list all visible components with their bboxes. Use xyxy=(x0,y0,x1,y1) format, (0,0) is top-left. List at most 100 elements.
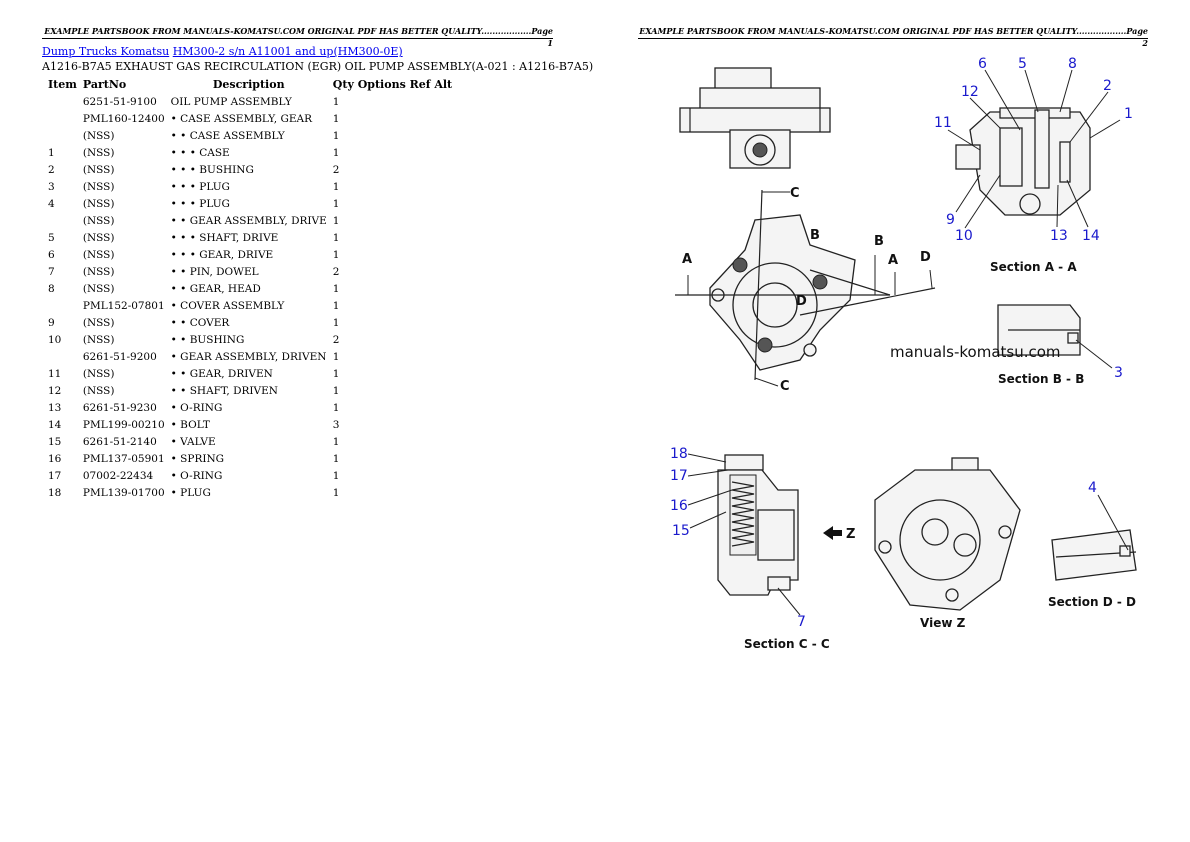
cell-description: • BOLT xyxy=(170,418,210,431)
cell-partno: 07002-22434 xyxy=(82,469,154,482)
cell-description: • COVER ASSEMBLY xyxy=(170,299,285,312)
callout-5: 5 xyxy=(1018,56,1027,72)
section-dd-label: Section D - D xyxy=(1048,595,1136,609)
cell-description: • • • BUSHING xyxy=(170,163,254,176)
column-header-options: Options xyxy=(357,78,406,91)
cell-qty: 1 xyxy=(332,129,340,142)
cell-item: 15 xyxy=(48,435,62,448)
cell-item: 18 xyxy=(48,486,62,499)
callout-16: 16 xyxy=(670,498,688,514)
watermark-text: manuals-komatsu.com xyxy=(890,343,1061,361)
cell-description: • • GEAR, DRIVEN xyxy=(170,367,273,380)
callout-11: 11 xyxy=(934,115,952,131)
cell-partno: (NSS) xyxy=(82,231,115,244)
table-row: 17 07002-22434 • O-RING 1 xyxy=(42,467,455,484)
cell-description: • • GEAR, HEAD xyxy=(170,282,261,295)
cell-qty: 1 xyxy=(332,282,340,295)
cell-qty: 3 xyxy=(332,418,340,431)
column-header-qty: Qty xyxy=(332,78,354,91)
cell-item: 13 xyxy=(48,401,62,414)
section-bb-label: Section B - B xyxy=(998,372,1084,386)
cell-description: • • CASE ASSEMBLY xyxy=(170,129,285,142)
cell-qty: 1 xyxy=(332,469,340,482)
cell-partno: (NSS) xyxy=(82,129,115,142)
cell-qty: 1 xyxy=(332,452,340,465)
page-header-1: EXAMPLE PARTSBOOK FROM MANUALS-KOMATSU.C… xyxy=(42,25,553,48)
section-letter-c-bottom: C xyxy=(780,379,790,394)
cell-description: • GEAR ASSEMBLY, DRIVEN xyxy=(170,350,327,363)
cell-description: • • • CASE xyxy=(170,146,230,159)
table-row: (NSS) • • CASE ASSEMBLY 1 xyxy=(42,127,455,144)
cell-qty: 1 xyxy=(332,435,340,448)
cell-item xyxy=(42,93,80,110)
cell-qty: 1 xyxy=(332,350,340,363)
cell-item: 2 xyxy=(48,163,55,176)
cell-partno: 6251-51-9100 xyxy=(82,95,157,108)
page-header-2: EXAMPLE PARTSBOOK FROM MANUALS-KOMATSU.C… xyxy=(638,26,1148,48)
table-header-row: Item PartNo Description Qty Options Ref … xyxy=(42,76,455,93)
callout-1: 1 xyxy=(1124,106,1133,122)
callout-13: 13 xyxy=(1050,228,1068,244)
pump-top-view xyxy=(679,67,831,169)
cell-description: • O-RING xyxy=(170,469,223,482)
cell-item: 9 xyxy=(48,316,55,329)
callout-3: 3 xyxy=(1114,365,1123,381)
cell-partno: (NSS) xyxy=(82,214,115,227)
cell-item: 3 xyxy=(48,180,55,193)
section-cc-label: Section C - C xyxy=(744,637,830,651)
section-letter-d-right: D xyxy=(920,250,931,265)
cell-partno: (NSS) xyxy=(82,163,115,176)
column-header-ref: Ref xyxy=(409,78,431,91)
cell-description: • • COVER xyxy=(170,316,230,329)
cell-description: • O-RING xyxy=(170,401,223,414)
cell-qty: 1 xyxy=(332,180,340,193)
cell-description: • • • SHAFT, DRIVE xyxy=(170,231,279,244)
cell-item: 4 xyxy=(48,197,55,210)
view-z-label: View Z xyxy=(920,616,966,630)
section-letter-b-left: B xyxy=(810,228,820,243)
cell-partno: PML199-00210 xyxy=(82,418,165,431)
section-letter-d-left: D xyxy=(796,294,807,309)
cell-description: • • • PLUG xyxy=(170,180,230,193)
cell-qty: 1 xyxy=(332,486,340,499)
callout-12: 12 xyxy=(961,84,979,100)
section-letter-a-right: A xyxy=(888,253,898,268)
view-z-arrow-label: Z xyxy=(846,527,855,542)
cell-partno: 6261-51-2140 xyxy=(82,435,157,448)
cell-qty: 1 xyxy=(332,95,340,108)
cell-item: 16 xyxy=(48,452,62,465)
section-letter-a-left: A xyxy=(682,252,692,267)
cell-partno: PML137-05901 xyxy=(82,452,165,465)
cell-item: 11 xyxy=(48,367,62,380)
cell-partno: PML160-12400 xyxy=(82,112,165,125)
cell-partno: (NSS) xyxy=(82,333,115,346)
callout-6: 6 xyxy=(978,56,987,72)
column-header-alt: Alt xyxy=(434,78,453,91)
cell-qty: 1 xyxy=(332,231,340,244)
cell-item: 8 xyxy=(48,282,55,295)
cell-qty: 2 xyxy=(332,333,340,346)
column-header-description: Description xyxy=(212,78,285,91)
cell-description: • • SHAFT, DRIVEN xyxy=(170,384,278,397)
section-bb-view: 3 manuals-komatsu.com Section B - B xyxy=(890,304,1123,386)
breadcrumb-link-model[interactable]: HM300-2 s/n A11001 and up(HM300-0E) xyxy=(172,45,403,58)
breadcrumb-link-dump-trucks[interactable]: Dump Trucks Komatsu xyxy=(42,45,170,58)
cell-description: • PLUG xyxy=(170,486,211,499)
cell-qty: 1 xyxy=(332,316,340,329)
callout-17: 17 xyxy=(670,468,688,484)
cell-item: 17 xyxy=(48,469,62,482)
